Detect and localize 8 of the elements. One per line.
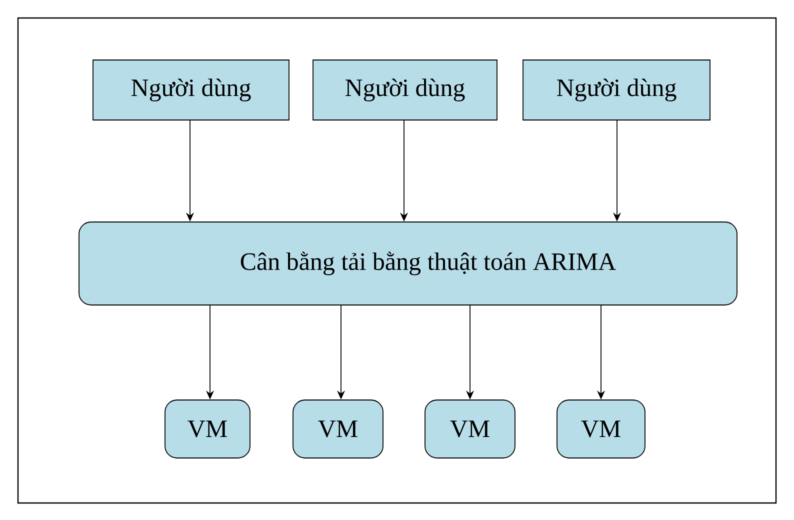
vm-box: VM (556, 400, 646, 458)
load-balancer-box: Cân bằng tải bằng thuật toán ARIMA (78, 222, 738, 306)
user-box: Người dùng (312, 60, 498, 120)
vm-box: VM (164, 400, 250, 458)
vm-box: VM (292, 400, 384, 458)
user-box: Người dùng (522, 60, 710, 120)
user-box: Người dùng (92, 60, 290, 120)
vm-box: VM (424, 400, 516, 458)
